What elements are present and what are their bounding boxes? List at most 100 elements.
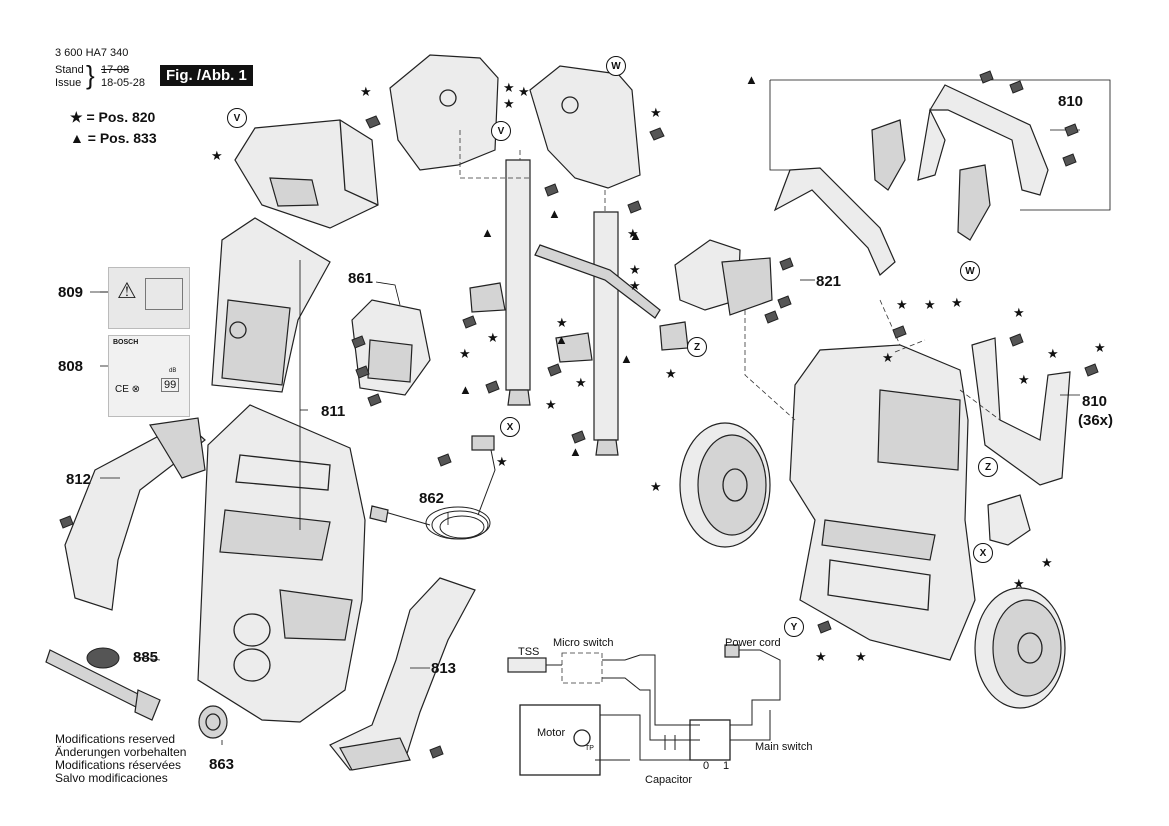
issue-label: Issue bbox=[55, 77, 82, 89]
label-813: 813 bbox=[431, 660, 457, 677]
brace: } bbox=[86, 60, 95, 90]
triangle-icon: ▲ bbox=[548, 206, 561, 221]
label-809: 809 bbox=[58, 284, 84, 301]
star-icon: ★ bbox=[1013, 305, 1025, 320]
sticker-brand: BOSCH bbox=[113, 339, 139, 346]
star-icon: ★ bbox=[1013, 576, 1025, 591]
star-icon: ★ bbox=[503, 80, 515, 95]
callout-v-right: V bbox=[491, 121, 511, 141]
switch-pos-0: 0 bbox=[703, 760, 710, 772]
triangle-icon: ▲ bbox=[620, 351, 633, 366]
callout-x-frame: X bbox=[973, 543, 993, 563]
upper-cover-part bbox=[211, 217, 331, 393]
callout-v-left: V bbox=[227, 108, 247, 128]
star-icon: ★ bbox=[1047, 346, 1059, 361]
rear-bracket-part bbox=[971, 337, 1071, 486]
callout-z-frame: Z bbox=[978, 457, 998, 477]
callout-x-cord: X bbox=[500, 417, 520, 437]
callout-y: Y bbox=[784, 617, 804, 637]
star-icon: ★ bbox=[951, 295, 963, 310]
star-icon: ★ bbox=[924, 297, 936, 312]
wiring-schematic bbox=[507, 644, 781, 776]
motor-block-part bbox=[351, 299, 431, 396]
label-862: 862 bbox=[419, 490, 445, 507]
star-icon: ★ bbox=[1041, 555, 1053, 570]
modifications-line: Salvo modificaciones bbox=[55, 771, 168, 785]
star-icon: ★ bbox=[211, 148, 223, 163]
tss-label: TSS bbox=[518, 646, 540, 658]
star-icon: ★ bbox=[629, 262, 641, 277]
triangle-icon: ▲ bbox=[70, 130, 84, 146]
frame-tubes-part bbox=[469, 159, 689, 456]
star-icon: ★ bbox=[545, 397, 557, 412]
star-icon: ★ bbox=[882, 350, 894, 365]
legend-star-text: = Pos. 820 bbox=[86, 109, 156, 125]
modifications-line: Änderungen vorbehalten bbox=[55, 745, 187, 759]
ce-mark-icon: CE ⊗ bbox=[115, 384, 141, 395]
capacitor-label: Capacitor bbox=[645, 774, 693, 786]
switch-pos-1: 1 bbox=[723, 760, 730, 772]
spray-lance-part bbox=[45, 647, 161, 721]
stand-value: 17-08 bbox=[101, 64, 130, 76]
chassis-frame-part bbox=[789, 344, 976, 661]
left-side-panel-part bbox=[64, 417, 206, 611]
star-icon: ★ bbox=[487, 330, 499, 345]
star-icon: ★ bbox=[459, 346, 471, 361]
rating-label-808: BOSCH 99 dB CE ⊗ bbox=[108, 335, 190, 417]
figure-label: Fig. /Abb. 1 bbox=[160, 65, 253, 86]
label-812: 812 bbox=[66, 471, 92, 488]
label-810-qty: (36x) bbox=[1078, 412, 1114, 429]
star-icon: ★ bbox=[629, 278, 641, 293]
star-icon: ★ bbox=[575, 375, 587, 390]
sticker-level: 99 bbox=[161, 378, 180, 392]
star-icon: ★ bbox=[1018, 372, 1030, 387]
callout-w-top: W bbox=[606, 56, 626, 76]
tp-label: TP bbox=[585, 745, 594, 752]
modifications-line: Modifications réservées bbox=[55, 758, 182, 772]
star-icon: ★ bbox=[556, 315, 568, 330]
label-811: 811 bbox=[321, 403, 346, 420]
label-821: 821 bbox=[816, 273, 842, 290]
hose-holder-part bbox=[234, 119, 379, 229]
part-number: 3 600 HA7 340 bbox=[55, 47, 129, 59]
star-icon: ★ bbox=[1094, 340, 1106, 355]
star-icon: ★ bbox=[360, 84, 372, 99]
issue-value: 18-05-28 bbox=[101, 77, 146, 89]
main-housing-part bbox=[197, 404, 366, 723]
pressure-knob-part bbox=[198, 705, 228, 739]
triangle-icon: ▲ bbox=[481, 225, 494, 240]
label-810-side: 810 bbox=[1082, 393, 1108, 410]
sticker-unit: dB bbox=[169, 368, 177, 374]
front-foot-part bbox=[329, 577, 476, 771]
star-icon: ★ bbox=[518, 84, 530, 99]
power-cord-part bbox=[369, 435, 496, 540]
screws bbox=[59, 70, 1099, 759]
triangle-icon: ▲ bbox=[569, 444, 582, 459]
modifications-notice: Modifications reserved Änderungen vorbeh… bbox=[55, 733, 186, 785]
star-icon: ★ bbox=[496, 454, 508, 469]
star-icon: ★ bbox=[855, 649, 867, 664]
star-icon: ★ bbox=[896, 297, 908, 312]
motor-label: Motor bbox=[537, 727, 566, 739]
triangle-icon: ▲ bbox=[745, 72, 758, 87]
label-808: 808 bbox=[58, 358, 84, 375]
triangle-icon: ▲ bbox=[555, 332, 568, 347]
warning-label-809: ⚠ bbox=[108, 267, 190, 329]
legend-star: ★ = Pos. 820 bbox=[70, 109, 155, 126]
right-wheel-part bbox=[974, 587, 1066, 709]
callout-z-tube: Z bbox=[687, 337, 707, 357]
label-885: 885 bbox=[133, 649, 159, 666]
top-handle-part bbox=[773, 84, 1049, 276]
main-switch-label: Main switch bbox=[755, 741, 813, 753]
stand-label: Stand bbox=[55, 64, 84, 76]
modifications-line: Modifications reserved bbox=[55, 732, 176, 746]
legend-triangle-text: = Pos. 833 bbox=[87, 130, 157, 146]
star-icon: ★ bbox=[665, 366, 677, 381]
power-cord-label: Power cord bbox=[725, 637, 781, 649]
micro-switch-label: Micro switch bbox=[553, 637, 614, 649]
star-icon: ★ bbox=[627, 226, 639, 241]
callout-w-handle: W bbox=[960, 261, 980, 281]
star-icon: ★ bbox=[650, 105, 662, 120]
triangle-icon: ▲ bbox=[629, 228, 642, 243]
